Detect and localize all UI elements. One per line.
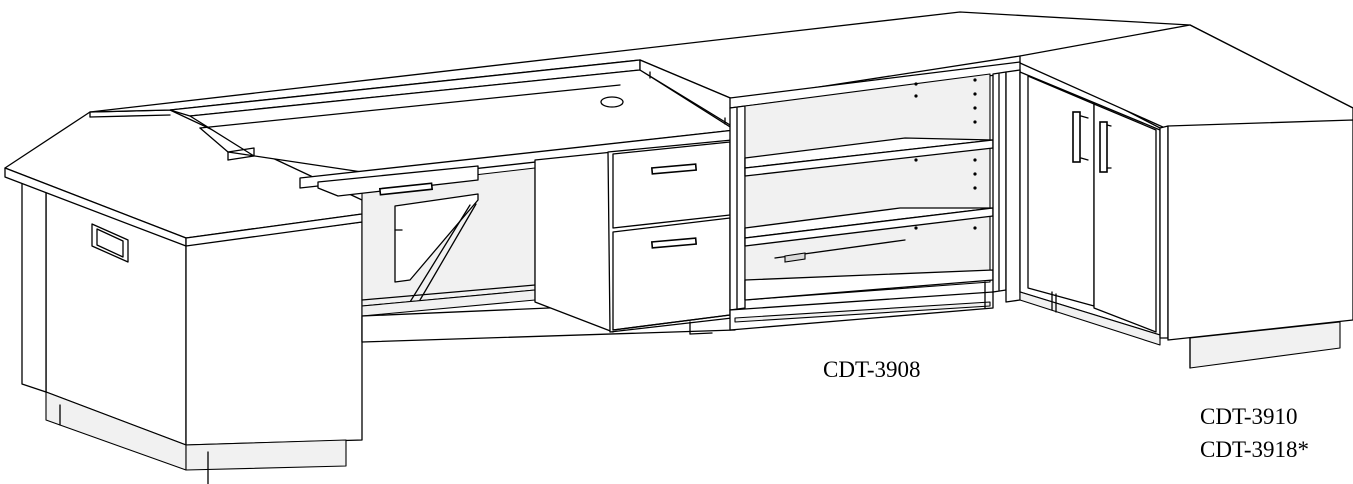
right-end-edge (1159, 125, 1169, 339)
callout-right-unit-2: CDT-3918* (1200, 437, 1310, 462)
side-panel-cutout (91, 223, 129, 263)
left-corner-worksurface (4, 109, 363, 247)
left-door (1027, 75, 1095, 307)
desk-grommet (600, 96, 624, 108)
right-end-panel (1167, 119, 1353, 341)
drawer-support (394, 193, 479, 283)
left-door-pull (1072, 111, 1081, 163)
left-pedestal-front-base (185, 439, 347, 471)
lower-drawer-front (612, 217, 731, 331)
door-cabinet-left-frame (1005, 69, 1021, 303)
left-pedestal-front-panel (185, 221, 363, 446)
shelf-clip (784, 252, 806, 263)
lower-drawer-pull (650, 237, 698, 249)
door-cabinet-base (1019, 291, 1161, 346)
shelf-unit-kick (734, 301, 991, 323)
pedestal-side (534, 151, 614, 333)
right-door-pull (1099, 121, 1108, 173)
shelf-pin-holes (914, 78, 977, 230)
callout-center-unit: CDT-3908 (823, 357, 921, 382)
shelf-back-panel (744, 73, 991, 301)
door-cabinet (1005, 69, 1161, 346)
upper-drawer-pull (650, 163, 698, 175)
left-pedestal-edge (21, 177, 47, 393)
drawer-pedestal (534, 139, 733, 335)
right-end-unit (1159, 119, 1353, 369)
upper-drawer-front (612, 141, 731, 229)
left-end-pedestal (21, 177, 363, 484)
open-shelf-cabinet (729, 61, 1021, 331)
right-door (1093, 103, 1157, 333)
pencil-drawer-pull (378, 182, 434, 196)
callout-right-unit-1: CDT-3910 (1200, 404, 1298, 429)
